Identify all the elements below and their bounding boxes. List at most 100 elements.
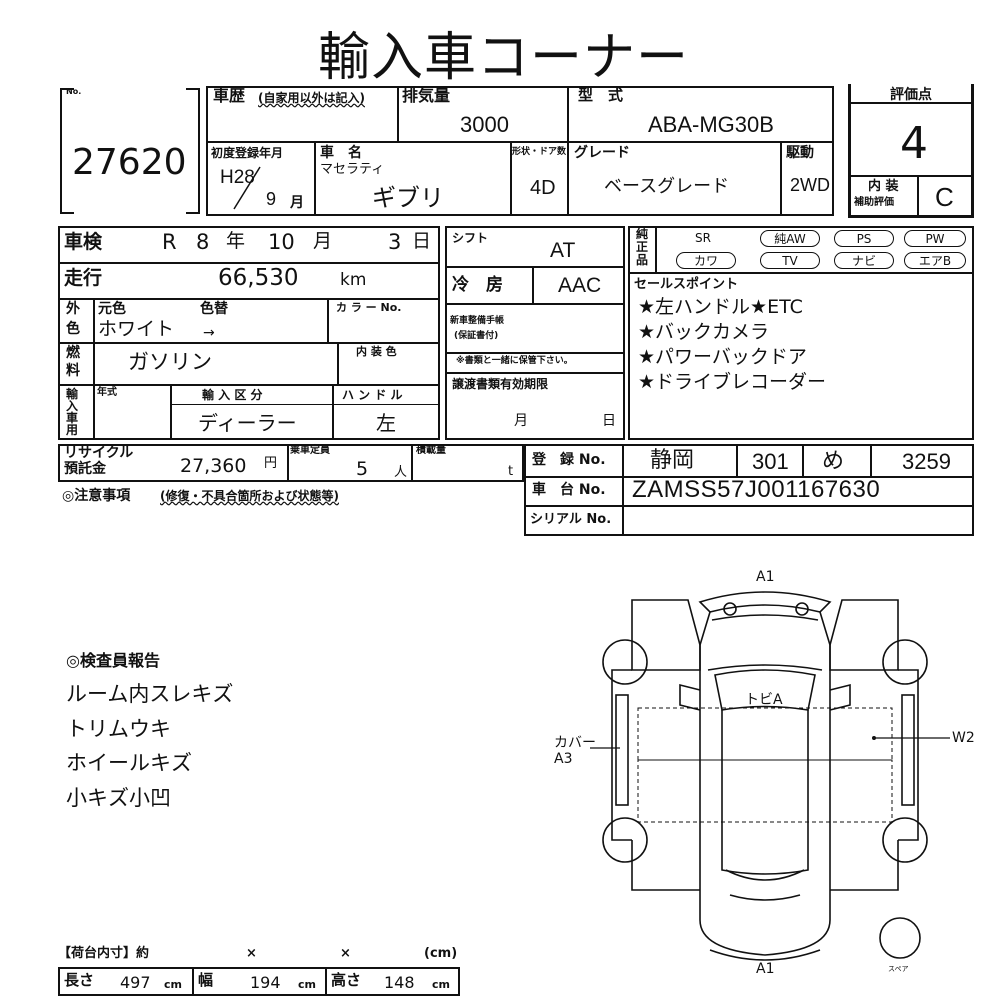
inspection-day: 3 xyxy=(388,230,402,254)
import-category: ディーラー xyxy=(198,411,297,435)
fuel-value: ガソリン xyxy=(128,350,212,374)
registration-block xyxy=(524,444,974,536)
lot-bracket xyxy=(60,88,74,214)
equip-sr: SR xyxy=(695,231,711,245)
recycle-amount: 27,360 xyxy=(180,455,247,477)
fuel-label-1: 燃 xyxy=(66,345,80,361)
score-value: 4 xyxy=(900,118,928,169)
front-mark: A1 xyxy=(756,569,775,585)
drive-value: 2WD xyxy=(790,175,830,195)
history-label: 車歴 xyxy=(213,86,246,105)
recycle-row xyxy=(58,444,524,482)
width-unit: cm xyxy=(298,978,316,991)
registration-month-unit: 月 xyxy=(290,195,304,211)
mileage-unit: km xyxy=(340,270,367,290)
sales-point-3: ★パワーバックドア xyxy=(638,346,807,368)
inspector-line-4: 小キズ小凹 xyxy=(66,786,171,810)
history-note: (自家用以外は記入) xyxy=(258,91,365,105)
sales-points-label: セールスポイント xyxy=(634,277,739,292)
transfer-docs-day: 日 xyxy=(602,413,616,429)
interior-color-label: 内 装 色 xyxy=(356,345,397,358)
interior-label-2: 補助評価 xyxy=(854,197,894,208)
service-book-note: ※書類と一緒に保管下さい。 xyxy=(456,356,573,366)
inspection-label: 車検 xyxy=(64,231,103,253)
car-damage-diagram xyxy=(590,591,950,961)
equipment-block xyxy=(628,226,974,440)
equip-navigation: ナビ xyxy=(834,252,894,269)
plate-number: 3259 xyxy=(902,449,951,474)
length-unit: cm xyxy=(164,978,182,991)
inspector-title: ◎検査員報告 xyxy=(66,651,160,670)
right-note-w2: W2 xyxy=(952,730,975,746)
chassis-number: ZAMSS57J001167630 xyxy=(632,476,881,503)
cargo-x2: × xyxy=(340,946,351,961)
recycle-unit: 円 xyxy=(264,456,278,471)
length-label: 長さ xyxy=(64,971,95,989)
score-label: 評価点 xyxy=(890,87,932,103)
service-book-label-2: (保証書付) xyxy=(454,331,499,341)
lot-no-label: No. xyxy=(66,87,82,96)
grade-label: グレード xyxy=(574,145,630,161)
cargo-header: 【荷台内寸】約 xyxy=(58,946,150,961)
lot-bracket-right xyxy=(186,88,200,214)
inspector-line-1: ルーム内スレキズ xyxy=(66,682,234,706)
registration-month: 9 xyxy=(266,189,277,209)
import-category-label: 輸 入 区 分 xyxy=(202,388,263,402)
transfer-docs-month: 月 xyxy=(514,413,528,429)
fuel-label-2: 料 xyxy=(66,363,80,379)
capacity-label: 乗車定員 xyxy=(290,445,330,456)
plate-region: 静岡 xyxy=(650,448,695,473)
equip-airbag: エアB xyxy=(904,252,966,269)
plate-label: 登 録 No. xyxy=(532,452,606,468)
transmission-block xyxy=(445,226,625,440)
car-maker: マセラティ xyxy=(320,162,385,177)
drive-label: 駆動 xyxy=(786,145,814,161)
chassis-label: 車 台 No. xyxy=(532,482,606,498)
height-unit: cm xyxy=(432,978,450,991)
left-note-cover: カバー xyxy=(554,735,596,751)
equip-tv: TV xyxy=(760,252,820,269)
cargo-x1: × xyxy=(246,946,257,961)
shift-label: シフト xyxy=(452,231,489,245)
sales-point-2: ★バックカメラ xyxy=(638,321,770,343)
doors-value: 4D xyxy=(530,177,556,199)
color-label-1: 外 xyxy=(66,301,80,317)
color-label-2: 色 xyxy=(66,321,80,337)
handle-label: ハ ン ド ル xyxy=(342,388,403,402)
mileage-value: 66,530 xyxy=(218,265,299,291)
model-label: 型 式 xyxy=(578,86,624,104)
grade-value: ベースグレード xyxy=(604,176,730,197)
import-label: 輸入車用 xyxy=(66,387,79,437)
score-box xyxy=(848,84,974,218)
length-value: 497 xyxy=(120,973,151,992)
interior-label-1: 内 装 xyxy=(868,179,899,194)
inspection-month: 10 xyxy=(268,230,295,254)
color-change-label: 色替 xyxy=(200,301,228,317)
equip-alloy-wheels: 純AW xyxy=(760,230,820,247)
inspection-year-unit: 年 xyxy=(226,230,246,252)
recycle-label-1: リサイクル xyxy=(64,445,134,461)
color-arrow: → xyxy=(203,325,215,341)
lot-number: 27620 xyxy=(72,142,187,183)
ac-value: AAC xyxy=(558,274,602,297)
mileage-label: 走行 xyxy=(64,267,103,289)
left-note-a3: A3 xyxy=(554,751,573,767)
windshield-note: トビA xyxy=(745,692,783,708)
displacement-label: 排気量 xyxy=(402,86,451,105)
spare-label: スペア xyxy=(888,965,909,973)
width-value: 194 xyxy=(250,973,281,992)
load-unit: t xyxy=(508,464,514,479)
vehicle-info-box xyxy=(206,86,834,216)
equip-power-windows: PW xyxy=(904,230,966,247)
load-label: 積載量 xyxy=(416,445,446,456)
inspection-block xyxy=(58,226,440,440)
import-year-label: 年式 xyxy=(97,387,117,398)
inspector-line-3: ホイールキズ xyxy=(66,751,192,775)
plate-kana: め xyxy=(822,449,845,474)
color-no-label: カ ラ ー No. xyxy=(336,301,402,314)
original-color: ホワイト xyxy=(98,318,175,340)
caution-note: (修復・不具合箇所および状態等) xyxy=(160,489,339,503)
equipment-label-3: 品 xyxy=(636,253,649,267)
plate-class: 301 xyxy=(752,449,789,474)
car-name-label: 車 名 xyxy=(320,145,362,161)
